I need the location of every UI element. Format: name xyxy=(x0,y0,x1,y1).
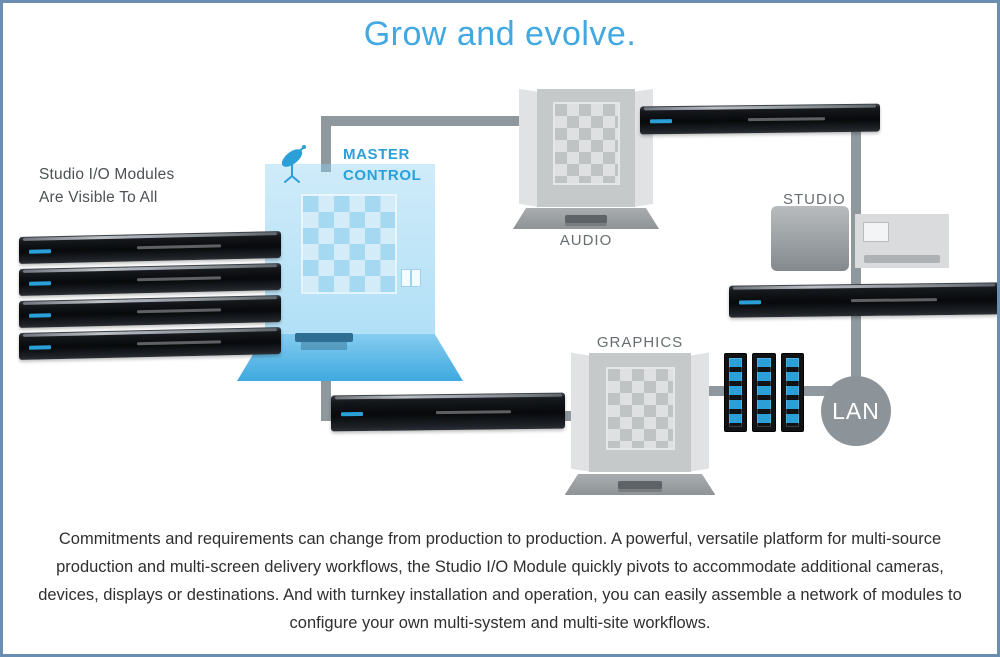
modules-caption: Studio I/O Modules Are Visible To All xyxy=(39,163,174,209)
server-rack-group xyxy=(724,353,804,432)
modules-caption-line2: Are Visible To All xyxy=(39,189,158,206)
audio-room-illustration xyxy=(512,88,660,229)
master-control-video-wall xyxy=(301,194,397,294)
audio-room-video-wall xyxy=(552,102,620,185)
module-faceplate-text xyxy=(136,308,221,314)
rack-led-cells xyxy=(785,358,799,427)
graphics-room-video-wall xyxy=(605,366,675,451)
master-control-label: MASTER CONTROL xyxy=(343,144,421,186)
studio-room-desk xyxy=(864,255,940,263)
stacked-io-module-2 xyxy=(19,263,281,296)
lan-node: LAN xyxy=(821,376,891,446)
master-control-side-monitors xyxy=(401,269,421,289)
studio-io-module xyxy=(729,282,997,318)
module-faceplate-text xyxy=(748,117,825,122)
modules-caption-line1: Studio I/O Modules xyxy=(39,166,175,183)
master-control-label-line1: MASTER xyxy=(343,146,410,163)
page-title: Grow and evolve. xyxy=(363,15,637,53)
graphics-room-illustration xyxy=(564,352,716,495)
module-faceplate-text xyxy=(850,297,937,302)
rack-led-cells xyxy=(729,358,743,427)
studio-room-screen xyxy=(863,222,889,242)
module-logo xyxy=(650,119,672,124)
server-rack-tower xyxy=(780,353,804,432)
audio-room-desk xyxy=(564,215,608,224)
module-logo xyxy=(29,313,51,318)
server-rack-tower xyxy=(752,353,776,432)
module-faceplate-text xyxy=(136,276,221,282)
module-logo xyxy=(29,345,51,350)
module-logo xyxy=(739,300,761,305)
description-paragraph: Commitments and requirements can change … xyxy=(38,530,962,632)
studio-label: STUDIO xyxy=(783,191,846,208)
studio-room-illustration xyxy=(855,214,949,268)
master-control-label-line2: CONTROL xyxy=(343,167,422,184)
graphics-room-desk xyxy=(617,480,663,490)
server-rack-tower xyxy=(724,353,748,432)
module-logo xyxy=(29,249,51,254)
stacked-io-module-1 xyxy=(19,231,281,264)
graphics-room-wall-right xyxy=(688,352,709,473)
module-faceplate-text xyxy=(436,409,512,414)
connector-master-to-bottom xyxy=(321,361,331,421)
audio-io-module xyxy=(640,103,880,135)
module-faceplate-text xyxy=(136,244,221,250)
satellite-dish-icon xyxy=(273,143,315,185)
module-logo xyxy=(29,281,51,286)
connector-racks-to-lan xyxy=(799,386,839,396)
module-faceplate-text xyxy=(136,340,221,346)
audio-label: AUDIO xyxy=(559,232,613,249)
module-logo xyxy=(341,412,363,417)
stacked-io-module-4 xyxy=(19,327,281,360)
studio-display-back xyxy=(771,206,849,271)
connector-graphics-to-racks xyxy=(697,386,731,396)
master-control-desk xyxy=(295,333,353,350)
rack-led-cells xyxy=(757,358,771,427)
stacked-io-module-3 xyxy=(19,295,281,328)
graphics-label: GRAPHICS xyxy=(596,334,684,351)
graphics-io-module xyxy=(331,392,565,432)
connector-master-to-top xyxy=(321,116,331,172)
